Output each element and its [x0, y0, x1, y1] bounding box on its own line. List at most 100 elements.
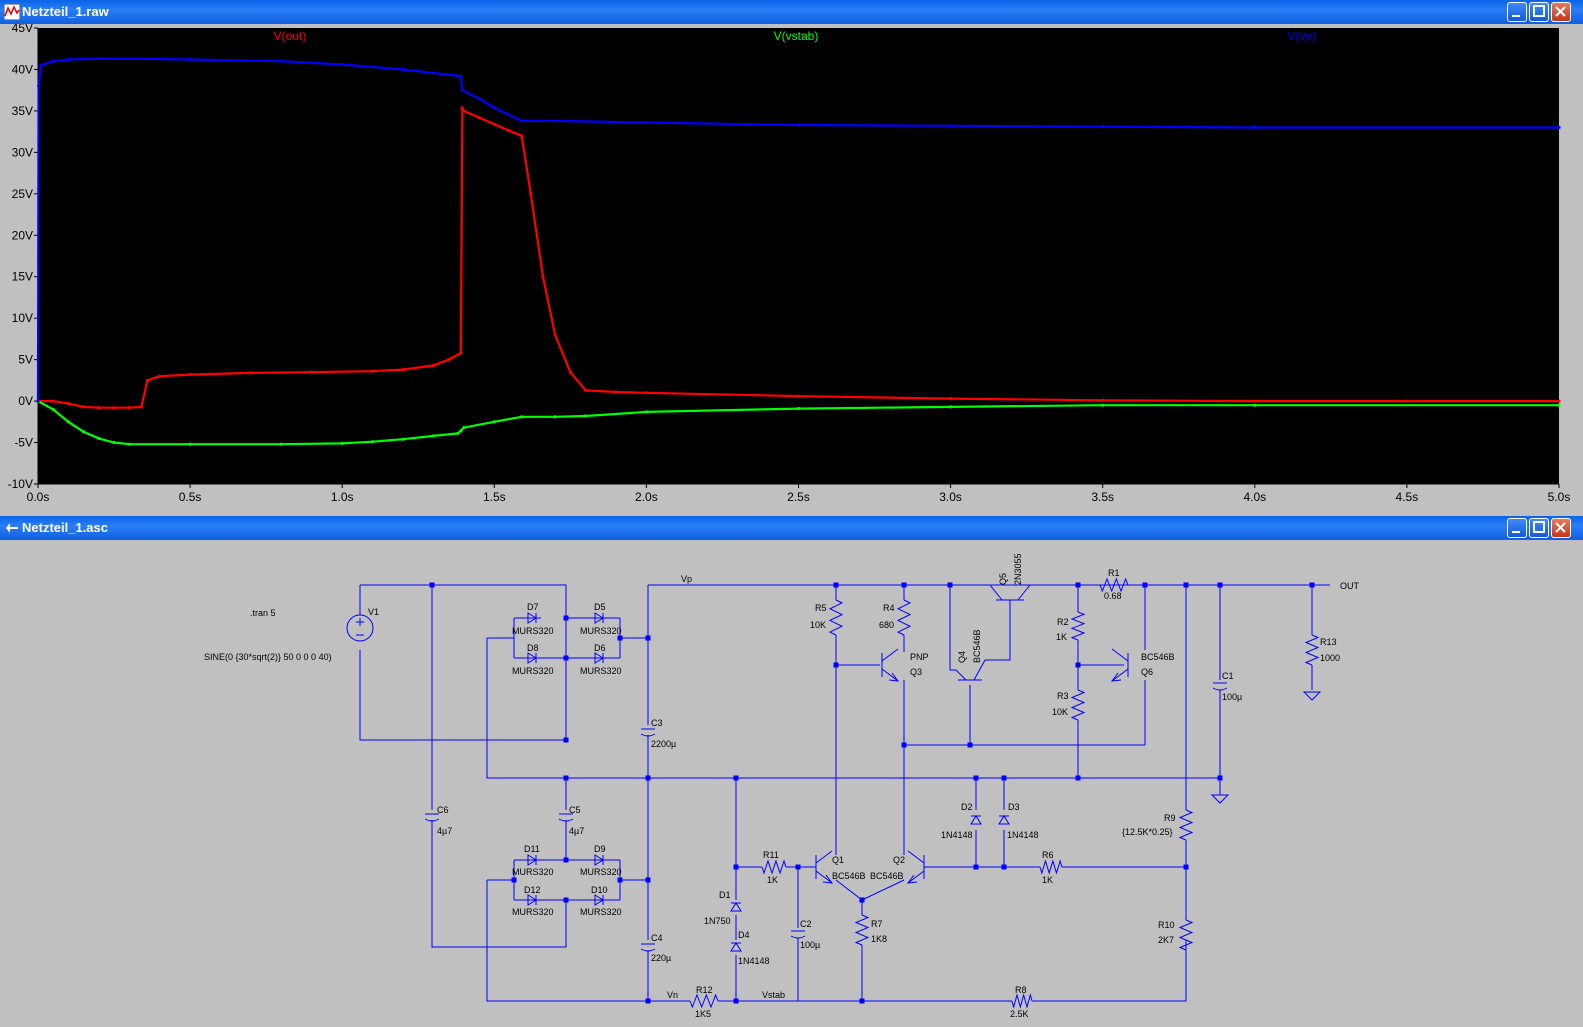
maximize-icon [1533, 5, 1545, 17]
label-C1: C1 [1222, 671, 1234, 681]
value-R11: 1K [767, 875, 778, 885]
diode-D7[interactable] [525, 612, 541, 624]
capacitor-C3[interactable] [640, 728, 656, 737]
label-R6: R6 [1042, 850, 1054, 860]
value-Q5: 2N3055 [1013, 553, 1023, 585]
capacitor-C5[interactable] [558, 813, 574, 822]
diode-D5[interactable] [592, 612, 608, 624]
label-D11: D11 [524, 844, 540, 854]
junction [563, 857, 569, 863]
capacitor-C1[interactable] [1212, 682, 1228, 691]
resistor-R6[interactable] [1039, 859, 1063, 875]
y-tick-label: 25V [12, 187, 33, 201]
diode-D4[interactable] [730, 942, 742, 952]
transistor-Q6[interactable] [1110, 648, 1129, 682]
diode-D2[interactable] [970, 815, 982, 825]
label-R3: R3 [1057, 691, 1069, 701]
voltage-source-V1[interactable] [346, 614, 374, 642]
junction [429, 582, 435, 588]
label-C5: C5 [569, 805, 581, 815]
capacitor-C6[interactable] [424, 813, 440, 822]
resistor-R13[interactable] [1304, 634, 1320, 666]
waveform-window-title: Netzteil_1.raw [22, 4, 109, 19]
diode-D9[interactable] [592, 854, 608, 866]
net-label-vp: Vp [681, 574, 692, 584]
transistor-Q1[interactable] [815, 850, 834, 884]
schematic-window[interactable]: Netzteil_1.asc [0, 512, 1583, 1027]
capacitor-C4[interactable] [640, 943, 656, 952]
close-icon [1555, 522, 1566, 533]
resistor-R5[interactable] [828, 599, 844, 636]
junction [511, 877, 517, 883]
x-tick-label: 3.0s [939, 490, 962, 504]
y-tick-label: 30V [12, 145, 33, 159]
value-D1: 1N750 [704, 916, 731, 926]
minimize-icon [1512, 531, 1520, 533]
transistor-Q4[interactable] [955, 659, 986, 681]
diode-D3[interactable] [998, 815, 1010, 825]
capacitor-C2[interactable] [790, 930, 806, 939]
resistor-R8[interactable] [1011, 993, 1033, 1009]
data-point [796, 394, 801, 398]
resistor-R3[interactable] [1070, 689, 1086, 721]
data-point [462, 426, 466, 430]
zener-D1[interactable] [730, 902, 742, 912]
junction [859, 998, 865, 1004]
data-point [97, 57, 101, 61]
maximize-button[interactable] [1529, 2, 1549, 22]
junction [973, 775, 979, 781]
junction [563, 897, 569, 903]
junction [901, 582, 907, 588]
x-tick-label: 2.5s [787, 490, 810, 504]
value-R3: 10K [1052, 707, 1068, 717]
data-point [520, 134, 524, 138]
resistor-R10[interactable] [1178, 919, 1194, 951]
waveform-icon [4, 4, 20, 20]
transistor-Q3[interactable] [881, 648, 900, 682]
data-point [520, 415, 524, 419]
resistor-R7[interactable] [854, 914, 870, 946]
waveform-titlebar[interactable]: Netzteil_1.raw [0, 0, 1583, 24]
data-point [477, 96, 481, 101]
resistor-R11[interactable] [761, 859, 787, 875]
data-point [492, 122, 496, 126]
minimize-button[interactable] [1507, 518, 1527, 538]
value-D3: 1N4148 [1007, 830, 1039, 840]
minimize-button[interactable] [1507, 2, 1527, 22]
resistor-R9[interactable] [1178, 809, 1194, 841]
resistor-R4[interactable] [896, 599, 912, 636]
junction [617, 877, 623, 883]
x-tick-label: 1.5s [483, 490, 506, 504]
junction [645, 635, 651, 641]
close-button[interactable] [1551, 2, 1571, 22]
legend-V(out): V(out) [274, 29, 307, 43]
value-C1: 100µ [1222, 692, 1242, 702]
value-C2: 100µ [800, 940, 820, 950]
transistor-Q2[interactable] [906, 850, 925, 884]
resistor-R1[interactable] [1099, 577, 1129, 593]
label-D2: D2 [961, 802, 973, 812]
data-point [492, 105, 496, 110]
schematic-titlebar[interactable]: Netzteil_1.asc [0, 516, 1583, 540]
transistor-Q5[interactable] [989, 584, 1031, 601]
resistor-R12[interactable] [689, 993, 719, 1009]
diode-D10[interactable] [592, 894, 608, 906]
value-D6: MURS320 [580, 666, 622, 676]
diode-D6[interactable] [592, 652, 608, 664]
diode-D11[interactable] [525, 854, 541, 866]
resistor-R2[interactable] [1070, 611, 1086, 641]
data-point [1253, 403, 1257, 407]
value-C3: 2200µ [651, 739, 676, 749]
value-D4: 1N4148 [738, 956, 770, 966]
close-button[interactable] [1551, 518, 1571, 538]
maximize-button[interactable] [1529, 518, 1549, 538]
diode-D8[interactable] [525, 652, 541, 664]
diode-D12[interactable] [525, 894, 541, 906]
data-point [529, 192, 533, 196]
data-point [447, 358, 451, 362]
